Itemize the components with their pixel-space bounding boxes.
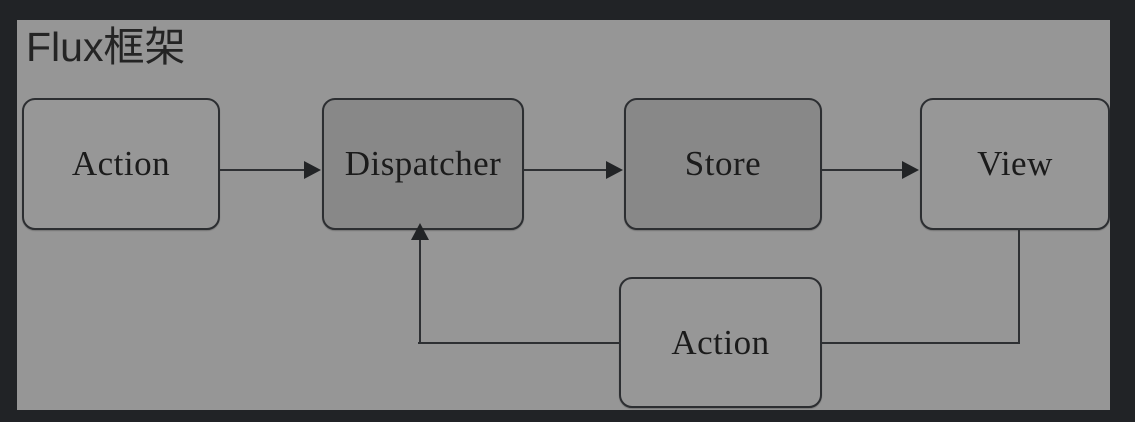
edge-store-to-view-arrow-icon bbox=[902, 161, 919, 179]
diagram-canvas: Flux框架 Action Dispatcher Store View Acti… bbox=[17, 20, 1110, 410]
node-dispatcher-label: Dispatcher bbox=[344, 144, 502, 183]
edge-dispatcher-to-store-line bbox=[524, 169, 607, 171]
edge-view-down-line bbox=[1018, 228, 1020, 343]
edge-action-bottom-to-dispatcher-line bbox=[418, 342, 621, 344]
node-action-top[interactable]: Action bbox=[22, 98, 220, 230]
node-store-label: Store bbox=[684, 144, 762, 183]
node-action-top-label: Action bbox=[71, 144, 171, 183]
edge-action-to-dispatcher-arrow-icon bbox=[304, 161, 321, 179]
node-store[interactable]: Store bbox=[624, 98, 822, 230]
edge-action-bottom-up-line bbox=[419, 234, 421, 344]
node-action-bottom[interactable]: Action bbox=[619, 277, 822, 408]
node-view-label: View bbox=[977, 144, 1053, 183]
node-action-bottom-label: Action bbox=[671, 322, 770, 362]
edge-store-to-view-line bbox=[822, 169, 903, 171]
node-dispatcher[interactable]: Dispatcher bbox=[322, 98, 524, 230]
page-title: Flux框架 bbox=[26, 24, 186, 70]
edge-dispatcher-to-store-arrow-icon bbox=[606, 161, 623, 179]
edge-view-to-action-bottom-line bbox=[822, 342, 1020, 344]
node-view[interactable]: View bbox=[920, 98, 1110, 230]
edge-action-bottom-to-dispatcher-arrow-icon bbox=[411, 223, 429, 240]
edge-action-to-dispatcher-line bbox=[220, 169, 305, 171]
